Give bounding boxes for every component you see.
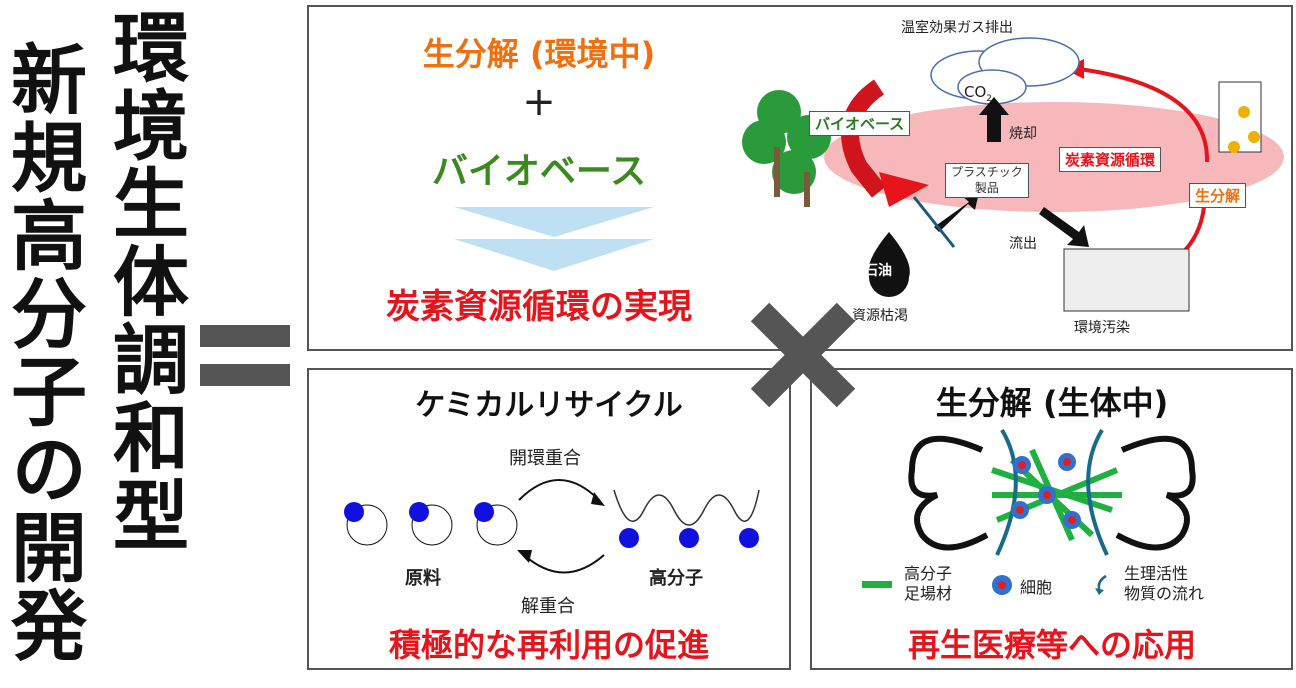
rop-label: 開環重合 <box>509 448 581 469</box>
biodegradation-tag: 生分解 <box>1189 183 1247 208</box>
flow-legend-icon <box>1095 574 1107 595</box>
blocked-line <box>912 196 956 248</box>
scaffold-fibers <box>991 448 1122 542</box>
co2-text: CO <box>964 83 987 101</box>
rop-arrow <box>518 479 600 501</box>
cloud-icon <box>930 37 1080 105</box>
oil-label: 石油 <box>864 263 892 279</box>
equals-sign-bar <box>200 364 290 386</box>
carbon-cycle-tag: 炭素資源循環 <box>1059 147 1162 172</box>
oil-drop-icon <box>868 232 910 297</box>
biodeg-arrow <box>1078 67 1210 163</box>
monomer-label: 原料 <box>405 568 441 589</box>
scaffold-legend-label: 高分子 足場材 <box>904 564 953 603</box>
arrow-up-icon <box>987 112 1001 142</box>
arrow-icon <box>934 192 979 232</box>
chemical-recycling-panel: ケミカルリサイクル 開環重合 解重合 原料 高分子 積極的な再利用の促進 <box>307 368 791 670</box>
arrow-icon <box>1039 207 1089 247</box>
cell-icon <box>1011 453 1081 529</box>
equals-sign <box>200 325 290 347</box>
outflow-label: 流出 <box>1009 236 1037 252</box>
biodegradation-env-label: 生分解 (環境中) <box>422 35 656 73</box>
co2-subscript: 2 <box>986 94 993 104</box>
depolymerization-label: 解重合 <box>521 596 575 617</box>
pollution-label: 環境汚染 <box>1074 320 1130 336</box>
scaffold-legend-swatch <box>862 581 892 588</box>
ghg-label: 温室効果ガス排出 <box>901 20 1013 36</box>
chemical-recycling-result: 積極的な再利用の促進 <box>388 626 709 664</box>
chevron-down-icon <box>454 207 654 271</box>
title-line-1: 環境生体調和型 <box>100 8 189 554</box>
biobase-tag: バイオベース <box>809 111 911 136</box>
plus-sign: + <box>522 79 556 125</box>
incineration-label: 焼却 <box>1009 126 1037 142</box>
cell-legend-label: 細胞 <box>1020 578 1053 597</box>
bone-left <box>908 435 989 551</box>
pollution-scene-icon <box>1063 248 1190 312</box>
bone-scaffold-diagram <box>908 428 1196 556</box>
carbon-cycle-result: 炭素資源循環の実現 <box>386 287 692 327</box>
plastic-product-box: プラスチック 製品 <box>945 163 1029 199</box>
carbon-cycle-diagram <box>742 37 1284 312</box>
multiply-icon <box>750 302 856 408</box>
bio-degradation-panel: 生分解 (生体中) 高分子 足場材 細胞 生理活性 物質の流れ 再生医療等への応… <box>810 368 1293 670</box>
title-line-2: 新規高分子の開発 <box>0 40 87 664</box>
co2-label: CO2 <box>964 83 992 104</box>
cycle-ellipse <box>824 102 1284 212</box>
bio-degradation-result: 再生医療等への応用 <box>907 626 1196 664</box>
bio-degradation-title: 生分解 (生体中) <box>935 384 1169 422</box>
recycling-diagram <box>344 479 760 574</box>
chemical-recycling-title: ケミカルリサイクル <box>415 388 683 423</box>
polymer-label: 高分子 <box>649 568 703 589</box>
flow-legend-label: 生理活性 物質の流れ <box>1124 564 1205 603</box>
depoly-arrow <box>523 554 605 574</box>
cell-legend-icon <box>992 575 1012 595</box>
carbon-cycle-panel: 生分解 (環境中) + バイオベース 炭素資源循環の実現 温室効果ガス排出 CO… <box>307 5 1293 351</box>
bone-right <box>1115 435 1196 551</box>
tree-icon <box>742 90 831 207</box>
biobase-label: バイオベース <box>431 151 647 192</box>
flow-arrow <box>995 428 1018 556</box>
polymer-chain <box>613 489 760 526</box>
depletion-label: 資源枯渇 <box>852 308 908 324</box>
monomer-icon <box>344 502 518 546</box>
